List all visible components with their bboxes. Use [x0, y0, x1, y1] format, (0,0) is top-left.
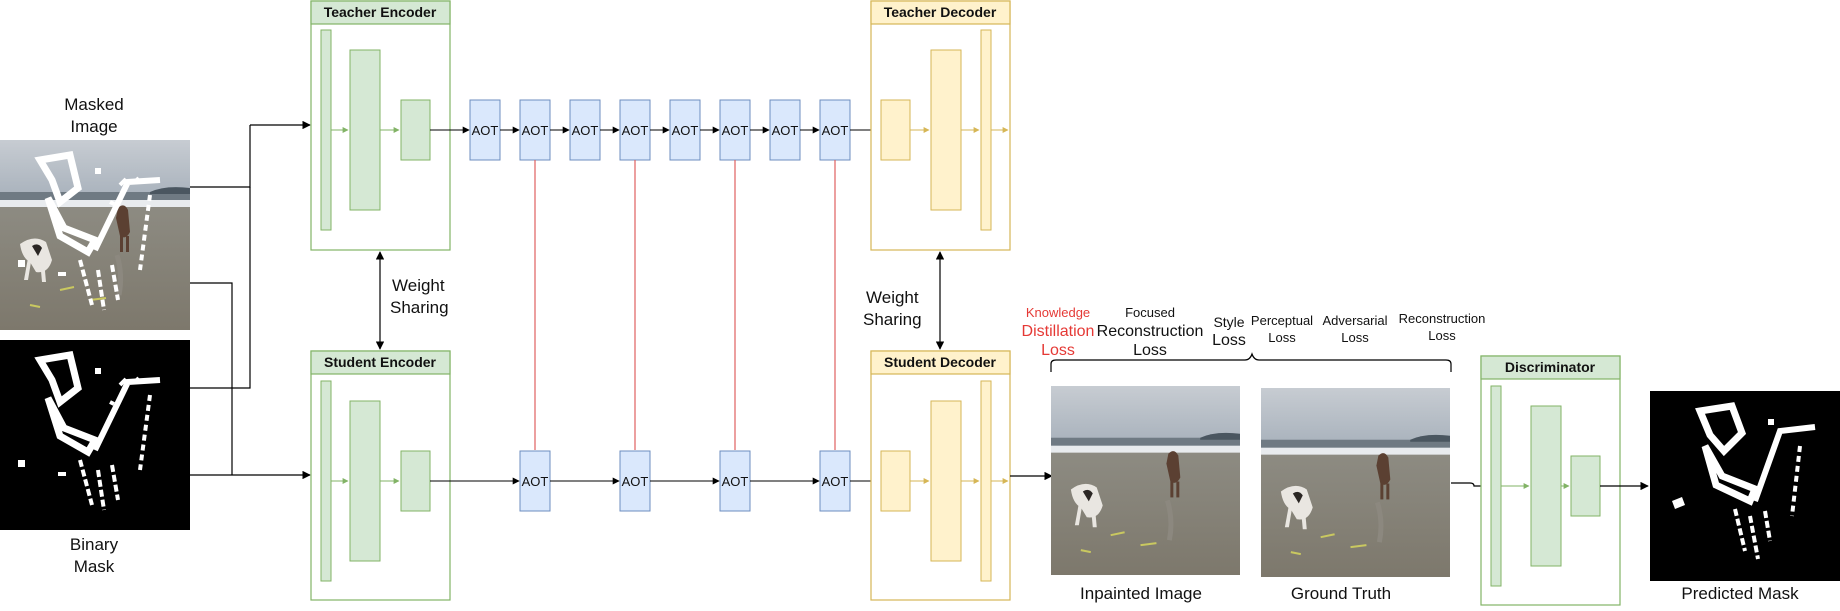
decoder-weight-sharing-line2: Sharing: [863, 310, 922, 329]
aot-block: [469, 99, 501, 161]
aot-block: [519, 99, 551, 161]
teacher-encoder-title: Teacher Encoder: [324, 4, 437, 20]
bottom-aot-chain: AOT AOT AOT AOT: [430, 450, 880, 512]
style-loss-line2: Loss: [1212, 332, 1246, 349]
binary-mask-image: [0, 340, 190, 530]
distillation-links: [534, 160, 836, 450]
student-decoder-title: Student Decoder: [884, 354, 997, 370]
aot-block: [819, 99, 851, 161]
student-encoder-title: Student Encoder: [324, 354, 437, 370]
knowledge-distillation-loss-line2: Distillation: [1022, 323, 1095, 340]
aot-label: AOT: [722, 123, 749, 138]
discriminator-title: Discriminator: [1505, 359, 1596, 375]
inpainted-image-label: Inpainted Image: [1080, 584, 1202, 603]
discriminator: Discriminator: [1480, 355, 1621, 606]
predicted-mask-label: Predicted Mask: [1681, 584, 1799, 603]
aot-label: AOT: [772, 123, 799, 138]
ground-truth-label: Ground Truth: [1291, 584, 1391, 603]
aot-block: [569, 99, 601, 161]
aot-block: [619, 450, 651, 512]
student-encoder: Student Encoder: [310, 350, 451, 601]
aot-label: AOT: [822, 123, 849, 138]
knowledge-distillation-loss-line3: Loss: [1041, 342, 1075, 359]
aot-label: AOT: [722, 474, 749, 489]
perceptual-loss-line1: Perceptual: [1251, 313, 1313, 328]
binary-mask-label-line1: Binary: [70, 535, 119, 554]
binary-mask-label-line2: Mask: [74, 557, 115, 576]
input-connectors: [190, 120, 311, 480]
perceptual-loss-line2: Loss: [1268, 330, 1296, 345]
predicted-mask-image: [1650, 391, 1840, 581]
masked-image-label-line1: Masked: [64, 95, 124, 114]
discriminator-input-arrow: [1451, 481, 1491, 491]
aot-block: [669, 99, 701, 161]
aot-block: [769, 99, 801, 161]
aot-label: AOT: [672, 123, 699, 138]
aot-block: [619, 99, 651, 161]
aot-block: [819, 450, 851, 512]
aot-block: [519, 450, 551, 512]
loss-labels: Knowledge Distillation Loss Focused Reco…: [1022, 305, 1486, 359]
inpainted-image: [1051, 386, 1240, 575]
masked-image-label-line2: Image: [70, 117, 117, 136]
encoder-weight-sharing-line1: Weight: [392, 276, 445, 295]
teacher-decoder: Teacher Decoder: [870, 0, 1011, 251]
focused-reconstruction-loss-line3: Loss: [1133, 342, 1167, 359]
style-loss-line1: Style: [1213, 314, 1244, 330]
loss-brace: [1050, 352, 1452, 372]
aot-label: AOT: [622, 474, 649, 489]
aot-label: AOT: [622, 123, 649, 138]
aot-label: AOT: [522, 474, 549, 489]
aot-block: [719, 450, 751, 512]
aot-label: AOT: [522, 123, 549, 138]
focused-reconstruction-loss-line1: Focused: [1125, 305, 1175, 320]
teacher-decoder-title: Teacher Decoder: [884, 4, 997, 20]
masked-image: [0, 140, 190, 330]
reconstruction-loss-line2: Loss: [1428, 328, 1456, 343]
student-decoder: Student Decoder: [870, 350, 1011, 601]
aot-label: AOT: [472, 123, 499, 138]
focused-reconstruction-loss-line2: Reconstruction: [1097, 323, 1204, 340]
ground-truth-image: [1261, 388, 1450, 577]
adversarial-loss-line1: Adversarial: [1322, 313, 1387, 328]
adversarial-loss-line2: Loss: [1341, 330, 1369, 345]
decoder-weight-sharing-line1: Weight: [866, 288, 919, 307]
knowledge-distillation-loss-line1: Knowledge: [1026, 305, 1090, 320]
reconstruction-loss-line1: Reconstruction: [1399, 311, 1486, 326]
top-aot-chain: AOT AOT AOT AOT AOT AOT AOT AOT: [430, 99, 880, 161]
teacher-encoder: Teacher Encoder: [310, 0, 451, 251]
aot-label: AOT: [572, 123, 599, 138]
aot-label: AOT: [822, 474, 849, 489]
encoder-weight-sharing-line2: Sharing: [390, 298, 449, 317]
